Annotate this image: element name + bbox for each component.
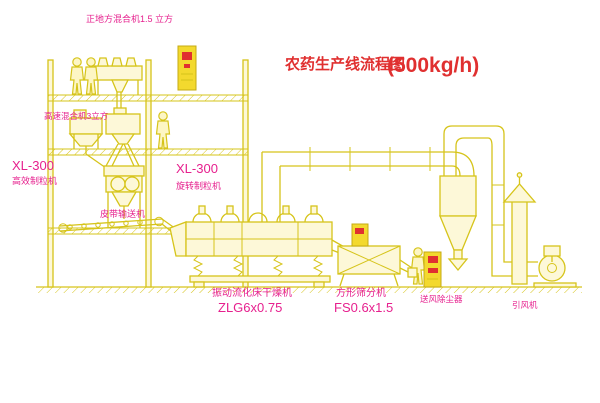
- control-cabinet-2: [351, 223, 369, 247]
- outlet-duct: [443, 125, 538, 277]
- floor-slab-middle: [47, 148, 249, 156]
- label-left-granulator-model: XL-300: [12, 158, 54, 173]
- label-dryer-name: 振动流化床干燥机: [212, 286, 292, 299]
- label-duster: 送风除尘器: [420, 294, 463, 304]
- cyclone-separator: [439, 175, 477, 272]
- label-high-speed-mixer: 高速混合机3立方: [44, 111, 108, 121]
- diagram-title-capacity: (500kg/h): [387, 54, 479, 77]
- top-mixer: [93, 57, 143, 110]
- lower-granulator: [103, 165, 145, 228]
- diagram-title: 农药生产线流程图: [284, 55, 405, 73]
- label-left-granulator-name: 高效制粒机: [12, 175, 57, 186]
- person-2: [83, 57, 99, 95]
- control-cabinet-3: [423, 251, 442, 288]
- label-belt-conveyor: 皮带输送机: [100, 208, 145, 219]
- control-cabinet-1: [177, 45, 197, 91]
- label-top-mixer: 正地方混合机1.5 立方: [86, 13, 173, 24]
- person-1: [69, 57, 85, 95]
- upper-granulator: [105, 107, 141, 167]
- label-center-granulator-model: XL-300: [176, 161, 218, 176]
- floor-slab-top: [47, 94, 249, 102]
- exhaust-stack: [502, 172, 537, 285]
- label-sieve-model: FS0.6x1.5: [334, 300, 393, 315]
- high-speed-mixer: [68, 109, 107, 169]
- label-sieve-name: 方形筛分机: [336, 286, 386, 299]
- belt-conveyor: [58, 216, 177, 233]
- fluid-bed-dryer: [169, 205, 347, 288]
- label-center-granulator-name: 旋转制粒机: [176, 180, 221, 191]
- induced-draft-fan: [533, 245, 577, 288]
- label-induced-fan: 引风机: [512, 300, 538, 310]
- ground: [36, 286, 582, 293]
- person-3: [155, 111, 171, 149]
- exhaust-duct: [261, 147, 475, 222]
- square-sieve: [337, 245, 418, 287]
- person-4: [410, 247, 426, 285]
- label-dryer-model: ZLG6x0.75: [218, 300, 282, 315]
